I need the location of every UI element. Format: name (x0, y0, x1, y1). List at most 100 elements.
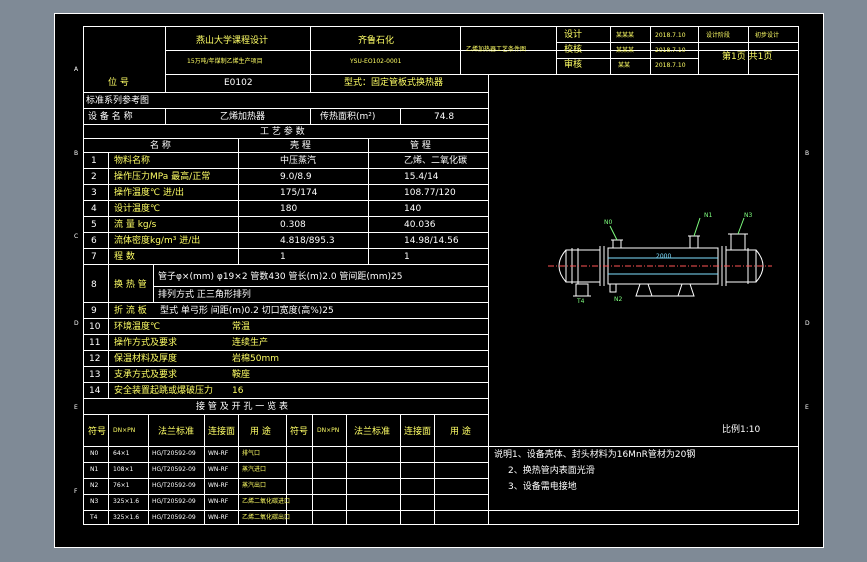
date-2: 2018.7.10 (655, 47, 686, 54)
nozzle-symbol: N3 (90, 498, 99, 505)
nozzle-col-header: 符号 (290, 427, 309, 437)
param-value: 鞍座 (232, 370, 251, 380)
zone-label: E (74, 404, 78, 411)
date-3: 2018.7.10 (655, 62, 686, 69)
design-stage-label: 设计阶段 (706, 32, 731, 39)
row-no: 9 (91, 306, 97, 316)
nozzle-use: 排气口 (242, 450, 261, 457)
nozzle-col-header: 法兰标准 (354, 427, 391, 437)
param-name: 设计温度℃ (114, 204, 161, 214)
designer-name: 某某某 (616, 32, 635, 39)
nozzle-symbol: N2 (90, 482, 99, 489)
design-stage-value: 初步设计 (755, 32, 780, 39)
nozzle-col-header: DN×PN (317, 427, 340, 434)
row-no: 4 (91, 204, 97, 214)
nozzle-tag-n1: N1 (704, 212, 713, 219)
role-review: 审核 (564, 60, 583, 70)
nozzle-face: WN-RF (208, 466, 229, 473)
param-name: 流 量 kg/s (114, 220, 157, 230)
sheet-number: 第1页 共1页 (722, 52, 773, 62)
zone-label: D (805, 320, 810, 327)
param-name: 操作温度℃ 进/出 (114, 188, 185, 198)
row-no: 1 (91, 156, 97, 166)
nozzle-use: 乙烯二氧化碳进口 (242, 498, 291, 505)
col-tube: 管 程 (410, 141, 431, 151)
param-name: 环境温度℃ (114, 322, 161, 332)
heat-area-label: 传热面积(m²) (320, 112, 376, 122)
nozzle-dn: 76×1 (113, 482, 130, 489)
shell-value: 175/174 (280, 188, 318, 198)
tube-value: 1 (404, 252, 410, 262)
col-name: 名 称 (150, 141, 171, 151)
zone-label: F (74, 488, 78, 495)
tube-value: 15.4/14 (404, 172, 439, 182)
nozzle-col-header: 符号 (88, 427, 107, 437)
tube-value: 乙烯、二氧化碳 (404, 156, 468, 166)
row-no: 14 (89, 386, 101, 396)
company-name: 齐鲁石化 (358, 36, 395, 46)
row-no: 11 (89, 338, 101, 348)
param-value: 常温 (232, 322, 251, 332)
param-name: 流体密度kg/m³ 进/出 (114, 236, 201, 246)
row-no: 13 (89, 370, 101, 380)
shell-value: 4.818/895.3 (280, 236, 335, 246)
shell-value: 0.308 (280, 220, 306, 230)
nozzle-n3 (730, 233, 746, 251)
nozzle-dn: 325×1.6 (113, 514, 140, 521)
standard-series-label: 标准系列参考图 (86, 96, 150, 106)
nozzle-tag-t4: T4 (577, 298, 585, 305)
nozzle-tag-n2: N2 (614, 296, 623, 303)
nozzle-col-header: 连接面 (404, 427, 432, 437)
row-no: 5 (91, 220, 97, 230)
param-name: 程 数 (114, 252, 135, 262)
tube-value: 108.77/120 (404, 188, 456, 198)
zone-label: B (74, 150, 79, 157)
zone-label: E (805, 404, 809, 411)
param-value: 16 (232, 386, 244, 396)
nozzle-face: WN-RF (208, 450, 229, 457)
position-label: 位 号 (108, 78, 129, 88)
row-no: 6 (91, 236, 97, 246)
nozzle-dn: 64×1 (113, 450, 130, 457)
nozzle-table-header: 接 管 及 开 孔 一 览 表 (196, 402, 289, 412)
role-check: 校核 (564, 45, 583, 55)
nozzle-use: 乙烯二氧化碳出口 (242, 514, 291, 521)
drawing-scale: 比例1:10 (722, 425, 761, 435)
baffle-label: 折 流 板 (114, 306, 147, 316)
nozzle-t4 (575, 283, 589, 297)
nozzle-n2 (609, 283, 617, 293)
drawing-frame (83, 26, 799, 525)
zone-label: C (74, 233, 79, 240)
nozzle-flange-std: HG/T20592-09 (152, 498, 196, 505)
note-line-2: 2、换热管内表面光滑 (508, 466, 595, 476)
row-no: 2 (91, 172, 97, 182)
equipment-type: 型式：固定管板式换热器 (344, 78, 444, 88)
reviewer-name: 某某 (618, 62, 631, 69)
nozzle-face: WN-RF (208, 514, 229, 521)
param-name: 支承方式及要求 (114, 370, 178, 380)
role-design: 设计 (564, 30, 583, 40)
row-no: 10 (89, 322, 101, 332)
nozzle-symbol: N0 (90, 450, 99, 457)
nozzle-col-header: 连接面 (208, 427, 236, 437)
param-value: 连续生产 (232, 338, 269, 348)
row-no: 7 (91, 252, 97, 262)
nozzle-flange-std: HG/T20592-09 (152, 466, 196, 473)
nozzle-col-header: 法兰标准 (158, 427, 195, 437)
zone-label: A (74, 66, 79, 73)
nozzle-n1 (689, 235, 699, 249)
checker-name: 某某某 (616, 47, 635, 54)
saddle-right (677, 283, 695, 297)
param-value: 岩棉50mm (232, 354, 279, 364)
baffle-spec: 型式 单弓形 间距(m)0.2 切口宽度(高%)25 (160, 306, 334, 316)
nozzle-tag-n0: N0 (604, 219, 613, 226)
tube-arrangement: 排列方式 正三角形排列 (158, 290, 251, 300)
row-no: 8 (91, 280, 97, 290)
shell-value: 9.0/8.9 (280, 172, 312, 182)
nozzle-flange-std: HG/T20592-09 (152, 482, 196, 489)
zone-label: B (805, 150, 810, 157)
equipment-name-label: 设 备 名 称 (88, 112, 133, 122)
drawing-number: YSU-EO102-0001 (350, 58, 402, 65)
drawing-title: 乙烯加热器工艺条件图 (466, 46, 527, 53)
